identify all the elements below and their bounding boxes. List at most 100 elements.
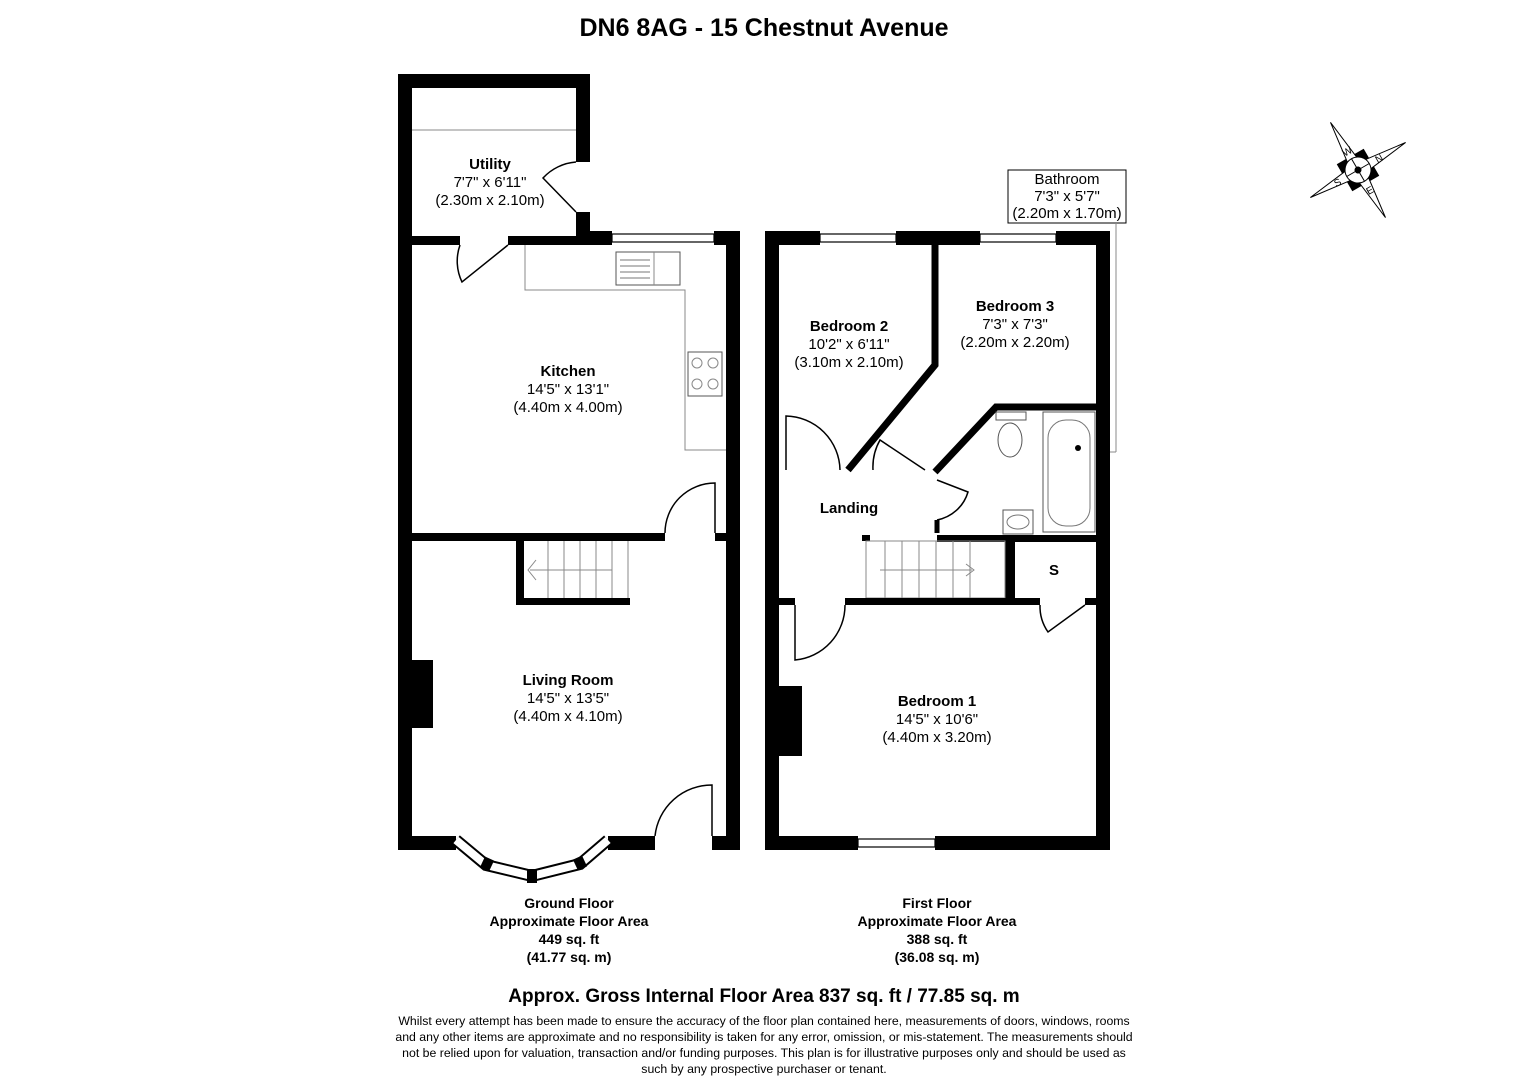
chimney-breast xyxy=(412,660,433,728)
wall xyxy=(412,236,460,245)
wall xyxy=(516,541,524,605)
room-utility: Utility 7'7" x 6'11" (2.30m x 2.10m) xyxy=(435,156,544,209)
wall xyxy=(845,598,1040,605)
wall xyxy=(608,836,655,850)
front-door xyxy=(654,784,713,837)
wall xyxy=(516,598,630,605)
svg-text:Utility: Utility xyxy=(469,156,511,173)
ground-floor-summary: Ground Floor Approximate Floor Area 449 … xyxy=(490,895,649,965)
cupboard-door xyxy=(1039,604,1086,634)
wall xyxy=(937,535,1096,542)
svg-text:(41.77 sq. m): (41.77 sq. m) xyxy=(527,949,612,965)
wall xyxy=(1085,598,1096,605)
room-living-room: Living Room 14'5" x 13'5" (4.40m x 4.10m… xyxy=(513,672,622,725)
stairs xyxy=(527,541,629,598)
first-floor-summary: First Floor Approximate Floor Area 388 s… xyxy=(858,895,1017,965)
wall xyxy=(726,231,740,850)
wall xyxy=(1005,541,1015,605)
wall xyxy=(932,403,1096,475)
svg-text:First Floor: First Floor xyxy=(902,895,972,911)
svg-text:(4.40m x 4.10m): (4.40m x 4.10m) xyxy=(513,708,622,725)
room-kitchen: Kitchen 14'5" x 13'1" (4.40m x 4.00m) xyxy=(513,363,622,416)
svg-text:7'3" x 5'7": 7'3" x 5'7" xyxy=(1034,188,1100,205)
room-bathroom: Bathroom 7'3" x 5'7" (2.20m x 1.70m) xyxy=(1012,171,1121,222)
room-landing: Landing xyxy=(820,500,878,517)
bathroom-door xyxy=(936,479,969,521)
svg-text:14'5" x 13'5": 14'5" x 13'5" xyxy=(527,690,609,707)
ground-floor-plan: Utility 7'7" x 6'11" (2.30m x 2.10m) Kit… xyxy=(398,74,740,965)
window xyxy=(857,838,936,848)
svg-text:(3.10m x 2.10m): (3.10m x 2.10m) xyxy=(794,354,903,371)
wall xyxy=(779,598,795,605)
bay-window xyxy=(452,835,612,883)
wall xyxy=(412,533,665,541)
room-bedroom-2: Bedroom 2 10'2" x 6'11" (3.10m x 2.10m) xyxy=(794,318,903,371)
svg-text:E: E xyxy=(1365,185,1377,198)
sink xyxy=(615,251,681,286)
basin-icon xyxy=(1002,509,1034,535)
hob xyxy=(687,351,723,397)
svg-text:7'7" x 6'11": 7'7" x 6'11" xyxy=(454,174,527,191)
kitchen-door xyxy=(456,244,509,284)
svg-text:S: S xyxy=(1332,177,1344,190)
room-storage: S xyxy=(1049,562,1059,579)
svg-text:Kitchen: Kitchen xyxy=(540,363,595,380)
bedroom3-door xyxy=(872,438,926,471)
svg-text:14'5" x 10'6": 14'5" x 10'6" xyxy=(896,711,978,728)
wall xyxy=(935,836,1110,850)
toilet-icon xyxy=(995,411,1027,458)
svg-text:Bathroom: Bathroom xyxy=(1034,171,1099,188)
wall xyxy=(845,245,939,473)
wall xyxy=(576,74,590,162)
svg-text:(2.20m x 2.20m): (2.20m x 2.20m) xyxy=(960,334,1069,351)
bathroom-label-box xyxy=(1007,169,1127,224)
utility-door xyxy=(541,161,577,213)
wall xyxy=(398,836,456,850)
svg-text:(36.08 sq. m): (36.08 sq. m) xyxy=(895,949,980,965)
wall xyxy=(712,836,740,850)
page-title: DN6 8AG - 15 Chestnut Avenue xyxy=(579,14,949,42)
svg-text:7'3" x 7'3": 7'3" x 7'3" xyxy=(982,316,1048,333)
living-door xyxy=(664,482,716,534)
bedroom2-door xyxy=(785,415,841,471)
svg-text:N: N xyxy=(1374,153,1386,166)
room-bedroom-1: Bedroom 1 14'5" x 10'6" (4.40m x 3.20m) xyxy=(882,693,991,746)
wall xyxy=(715,533,726,541)
window xyxy=(979,233,1057,243)
svg-text:449 sq. ft: 449 sq. ft xyxy=(539,931,600,947)
svg-text:(4.40m x 3.20m): (4.40m x 3.20m) xyxy=(882,729,991,746)
wall xyxy=(765,836,858,850)
bath-icon xyxy=(1042,411,1096,533)
svg-text:(2.30m x 2.10m): (2.30m x 2.10m) xyxy=(435,192,544,209)
svg-text:Bedroom 2: Bedroom 2 xyxy=(810,318,888,335)
svg-text:Living Room: Living Room xyxy=(523,672,614,689)
first-floor-plan: Bathroom 7'3" x 5'7" (2.20m x 1.70m) Bed… xyxy=(765,169,1127,965)
wall xyxy=(398,74,412,850)
svg-text:Ground Floor: Ground Floor xyxy=(524,895,614,911)
gross-floor-area: Approx. Gross Internal Floor Area 837 sq… xyxy=(508,986,1020,1007)
wall xyxy=(1096,231,1110,850)
compass-rose-icon: W S N E xyxy=(1310,122,1406,218)
window xyxy=(819,233,897,243)
wall xyxy=(896,231,980,245)
svg-text:(2.20m x 1.70m): (2.20m x 1.70m) xyxy=(1012,205,1121,222)
room-bedroom-3: Bedroom 3 7'3" x 7'3" (2.20m x 2.20m) xyxy=(960,298,1069,351)
stairs xyxy=(865,540,1006,599)
svg-text:Approximate Floor Area: Approximate Floor Area xyxy=(490,913,649,929)
kitchen-counter xyxy=(524,245,726,451)
svg-text:(4.40m x 4.00m): (4.40m x 4.00m) xyxy=(513,399,622,416)
chimney-breast xyxy=(779,686,802,756)
disclaimer: Whilst every attempt has been made to en… xyxy=(395,1014,1133,1076)
wall xyxy=(590,231,612,245)
window xyxy=(611,233,715,243)
svg-text:Bedroom 3: Bedroom 3 xyxy=(976,298,1054,315)
wall xyxy=(508,236,608,245)
bedroom1-door xyxy=(794,604,846,661)
wall xyxy=(765,231,779,850)
wall xyxy=(398,74,590,88)
svg-text:Approximate Floor Area: Approximate Floor Area xyxy=(858,913,1017,929)
svg-text:388 sq. ft: 388 sq. ft xyxy=(907,931,968,947)
svg-text:14'5" x 13'1": 14'5" x 13'1" xyxy=(527,381,609,398)
svg-text:Bedroom 1: Bedroom 1 xyxy=(898,693,976,710)
